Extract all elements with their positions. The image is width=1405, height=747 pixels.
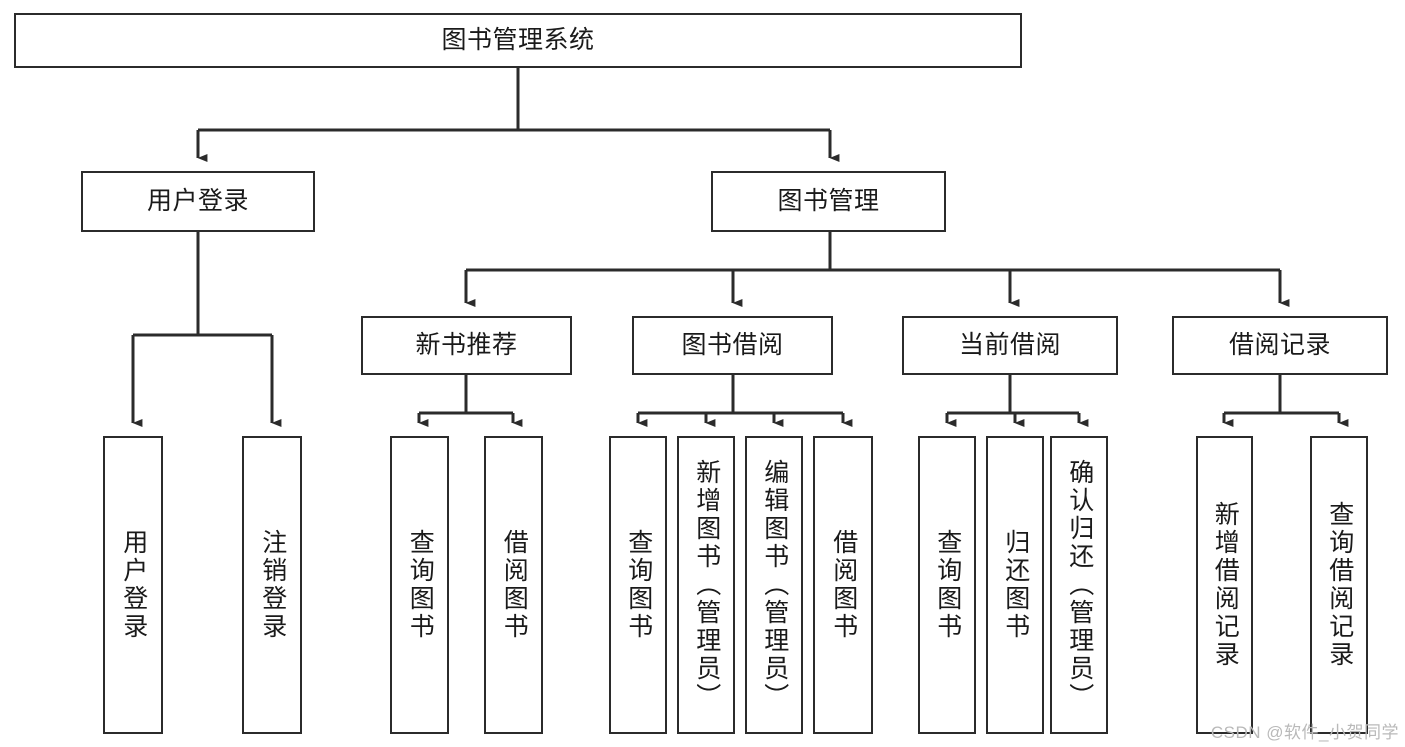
node-leaf-borrow-book-1-label: 借阅图书 — [500, 529, 529, 641]
node-leaf-query-book-1[interactable]: 查询图书 — [390, 436, 449, 734]
node-leaf-add-book-admin-label: 新增图书（管理员） — [692, 459, 721, 711]
csdn-watermark: CSDN @软件_小贺同学 — [1210, 723, 1399, 742]
node-current-borrow[interactable]: 当前借阅 — [902, 316, 1118, 375]
node-leaf-user-login[interactable]: 用户登录 — [103, 436, 163, 734]
node-book-borrow[interactable]: 图书借阅 — [632, 316, 833, 375]
node-leaf-add-borrow-record-label: 新增借阅记录 — [1211, 501, 1240, 669]
node-leaf-query-borrow-record[interactable]: 查询借阅记录 — [1310, 436, 1368, 734]
node-leaf-borrow-book-1[interactable]: 借阅图书 — [484, 436, 543, 734]
node-leaf-query-book-3-label: 查询图书 — [933, 529, 962, 641]
node-leaf-edit-book-admin-label: 编辑图书（管理员） — [760, 459, 789, 711]
node-user-login[interactable]: 用户登录 — [81, 171, 315, 232]
node-leaf-query-book-2-label: 查询图书 — [624, 529, 653, 641]
node-borrow-records-label: 借阅记录 — [1228, 330, 1331, 359]
node-root-label: 图书管理系统 — [441, 25, 595, 54]
node-leaf-borrow-book-2-label: 借阅图书 — [829, 529, 858, 641]
node-new-book-recommend-label: 新书推荐 — [415, 330, 518, 359]
node-leaf-query-book-2[interactable]: 查询图书 — [609, 436, 667, 734]
node-new-book-recommend[interactable]: 新书推荐 — [361, 316, 572, 375]
node-root[interactable]: 图书管理系统 — [14, 13, 1022, 68]
node-leaf-edit-book-admin[interactable]: 编辑图书（管理员） — [745, 436, 803, 734]
node-leaf-query-book-3[interactable]: 查询图书 — [918, 436, 976, 734]
node-leaf-user-login-label: 用户登录 — [119, 529, 148, 641]
node-book-borrow-label: 图书借阅 — [681, 330, 784, 359]
node-leaf-logout[interactable]: 注销登录 — [242, 436, 302, 734]
node-leaf-return-book[interactable]: 归还图书 — [986, 436, 1044, 734]
node-leaf-confirm-return-admin-label: 确认归还（管理员） — [1065, 459, 1094, 711]
node-borrow-records[interactable]: 借阅记录 — [1172, 316, 1388, 375]
node-book-management-label: 图书管理 — [777, 186, 880, 215]
node-leaf-add-book-admin[interactable]: 新增图书（管理员） — [677, 436, 735, 734]
node-leaf-confirm-return-admin[interactable]: 确认归还（管理员） — [1050, 436, 1108, 734]
node-leaf-query-book-1-label: 查询图书 — [406, 529, 435, 641]
node-leaf-logout-label: 注销登录 — [258, 529, 287, 641]
node-current-borrow-label: 当前借阅 — [958, 330, 1061, 359]
node-user-login-label: 用户登录 — [146, 186, 249, 215]
node-leaf-borrow-book-2[interactable]: 借阅图书 — [813, 436, 873, 734]
node-book-management[interactable]: 图书管理 — [711, 171, 946, 232]
node-leaf-return-book-label: 归还图书 — [1001, 529, 1030, 641]
node-leaf-query-borrow-record-label: 查询借阅记录 — [1325, 501, 1354, 669]
node-leaf-add-borrow-record[interactable]: 新增借阅记录 — [1196, 436, 1253, 734]
